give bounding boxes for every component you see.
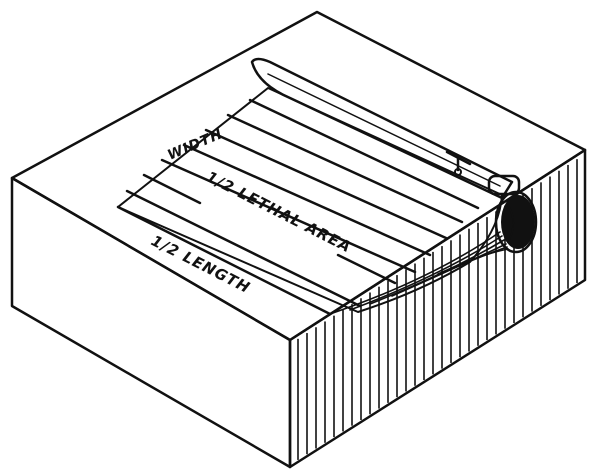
width-label: WIDTH xyxy=(165,126,225,164)
bomb-icon xyxy=(487,174,538,254)
face-hatching xyxy=(297,159,578,460)
blast-fan-lines xyxy=(329,231,509,315)
bomb-shadow xyxy=(501,195,535,249)
rear-rim xyxy=(250,57,514,200)
block-top-surface xyxy=(10,10,587,342)
lethal-area-lines xyxy=(116,98,480,316)
post-marker-icon xyxy=(445,150,472,176)
block-right-face xyxy=(288,148,587,469)
